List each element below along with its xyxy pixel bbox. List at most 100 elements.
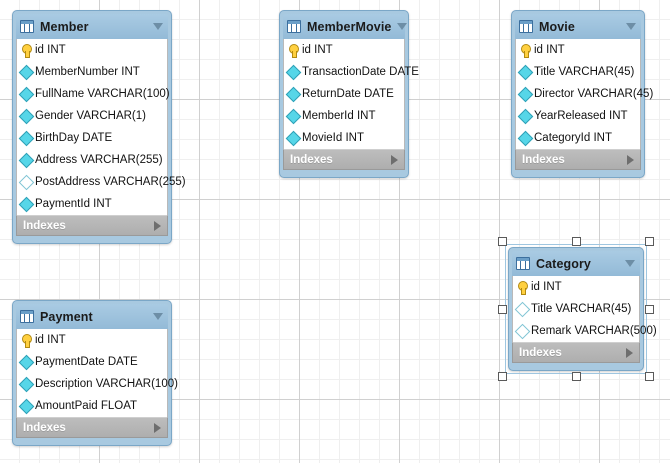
key-icon xyxy=(21,333,32,348)
indexes-bar-member[interactable]: Indexes xyxy=(16,215,168,236)
diamond-icon xyxy=(18,152,35,168)
column-label: AmountPaid FLOAT xyxy=(35,400,138,412)
column-row[interactable]: BirthDay DATE xyxy=(17,127,167,149)
diamond-icon xyxy=(18,196,35,212)
indexes-label: Indexes xyxy=(23,219,66,232)
column-label: PostAddress VARCHAR(255) xyxy=(35,176,186,188)
chevron-down-icon[interactable] xyxy=(153,313,163,320)
column-label: Title VARCHAR(45) xyxy=(531,303,632,315)
indexes-label: Indexes xyxy=(519,346,562,359)
column-row[interactable]: id INT xyxy=(17,39,167,61)
chevron-down-icon[interactable] xyxy=(626,23,636,30)
column-label: Address VARCHAR(255) xyxy=(35,154,163,166)
column-label: CategoryId INT xyxy=(534,132,612,144)
column-row[interactable]: PaymentDate DATE xyxy=(17,351,167,373)
triangle-right-icon[interactable] xyxy=(391,154,398,165)
triangle-right-icon[interactable] xyxy=(627,154,634,165)
column-label: MovieId INT xyxy=(302,132,364,144)
chevron-down-icon[interactable] xyxy=(397,23,408,30)
column-label: PaymentDate DATE xyxy=(35,356,138,368)
triangle-right-icon[interactable] xyxy=(154,220,161,231)
column-row[interactable]: id INT xyxy=(516,39,640,61)
table-columns: id INT MemberNumber INT FullName VARCHAR(1… xyxy=(16,39,186,215)
indexes-bar-movie[interactable]: Indexes xyxy=(515,149,641,170)
column-row[interactable]: Title VARCHAR(45) xyxy=(516,61,640,83)
resize-handle-0[interactable] xyxy=(498,237,507,246)
table-header-payment[interactable]: Payment xyxy=(16,304,168,329)
table-title: MemberMovie xyxy=(307,19,392,34)
column-label: Gender VARCHAR(1) xyxy=(35,110,146,122)
column-row[interactable]: PostAddress VARCHAR(255) xyxy=(17,171,186,193)
diamond-icon xyxy=(517,108,534,124)
column-row[interactable]: Address VARCHAR(255) xyxy=(17,149,167,171)
table-columns: id INT Title VARCHAR(45) Remark VARCHAR(50… xyxy=(512,276,657,342)
column-row[interactable]: MemberId INT xyxy=(284,105,404,127)
column-row[interactable]: id INT xyxy=(513,276,639,298)
table-icon xyxy=(20,310,34,323)
column-row[interactable]: Description VARCHAR(100) xyxy=(17,373,178,395)
diamond-icon xyxy=(18,64,35,80)
table-node-member[interactable]: Member id INT MemberNumber INT FullName VAR… xyxy=(12,10,186,244)
resize-handle-4[interactable] xyxy=(645,305,654,314)
resize-handle-6[interactable] xyxy=(572,372,581,381)
column-label: MemberNumber INT xyxy=(35,66,140,78)
key-icon xyxy=(21,43,32,58)
diamond-icon xyxy=(18,86,35,102)
column-row[interactable]: ReturnDate DATE xyxy=(284,83,404,105)
diamond-icon xyxy=(514,301,531,317)
diamond-icon xyxy=(18,108,35,124)
indexes-bar-payment[interactable]: Indexes xyxy=(16,417,168,438)
resize-handle-1[interactable] xyxy=(572,237,581,246)
table-header-movie[interactable]: Movie xyxy=(515,14,641,39)
column-label: id INT xyxy=(302,44,333,56)
column-label: id INT xyxy=(35,334,66,346)
indexes-bar-membermovie[interactable]: Indexes xyxy=(283,149,405,170)
column-row[interactable]: id INT xyxy=(284,39,404,61)
table-header-category[interactable]: Category xyxy=(512,251,640,276)
column-row[interactable]: TransactionDate DATE xyxy=(284,61,419,83)
column-row[interactable]: MovieId INT xyxy=(284,127,404,149)
table-icon xyxy=(519,20,533,33)
column-row[interactable]: Director VARCHAR(45) xyxy=(516,83,653,105)
table-header-member[interactable]: Member xyxy=(16,14,168,39)
column-label: YearReleased INT xyxy=(534,110,628,122)
indexes-label: Indexes xyxy=(23,421,66,434)
column-row[interactable]: Title VARCHAR(45) xyxy=(513,298,639,320)
column-label: MemberId INT xyxy=(302,110,376,122)
chevron-down-icon[interactable] xyxy=(153,23,163,30)
indexes-bar-category[interactable]: Indexes xyxy=(512,342,640,363)
column-label: BirthDay DATE xyxy=(35,132,113,144)
key-icon xyxy=(288,43,299,58)
table-title: Member xyxy=(40,19,89,34)
diamond-icon xyxy=(517,64,534,80)
column-row[interactable]: AmountPaid FLOAT xyxy=(17,395,167,417)
triangle-right-icon[interactable] xyxy=(154,422,161,433)
table-header-membermovie[interactable]: MemberMovie xyxy=(283,14,408,39)
chevron-down-icon[interactable] xyxy=(625,260,635,267)
column-row[interactable]: Gender VARCHAR(1) xyxy=(17,105,167,127)
column-row[interactable]: id INT xyxy=(17,329,167,351)
resize-handle-5[interactable] xyxy=(498,372,507,381)
column-row[interactable]: CategoryId INT xyxy=(516,127,640,149)
column-label: Description VARCHAR(100) xyxy=(35,378,178,390)
column-row[interactable]: FullName VARCHAR(100) xyxy=(17,83,170,105)
column-label: Director VARCHAR(45) xyxy=(534,88,654,100)
column-row[interactable]: PaymentId INT xyxy=(17,193,167,215)
resize-handle-7[interactable] xyxy=(645,372,654,381)
column-row[interactable]: YearReleased INT xyxy=(516,105,640,127)
column-label: FullName VARCHAR(100) xyxy=(35,88,170,100)
resize-handle-2[interactable] xyxy=(645,237,654,246)
column-row[interactable]: Remark VARCHAR(500) xyxy=(513,320,657,342)
column-label: Remark VARCHAR(500) xyxy=(531,325,657,337)
diamond-icon xyxy=(517,130,534,146)
table-node-payment[interactable]: Payment id INT PaymentDate DATE Description… xyxy=(12,300,178,446)
diamond-icon xyxy=(285,130,302,146)
column-row[interactable]: MemberNumber INT xyxy=(17,61,167,83)
triangle-right-icon[interactable] xyxy=(626,347,633,358)
resize-handle-3[interactable] xyxy=(498,305,507,314)
